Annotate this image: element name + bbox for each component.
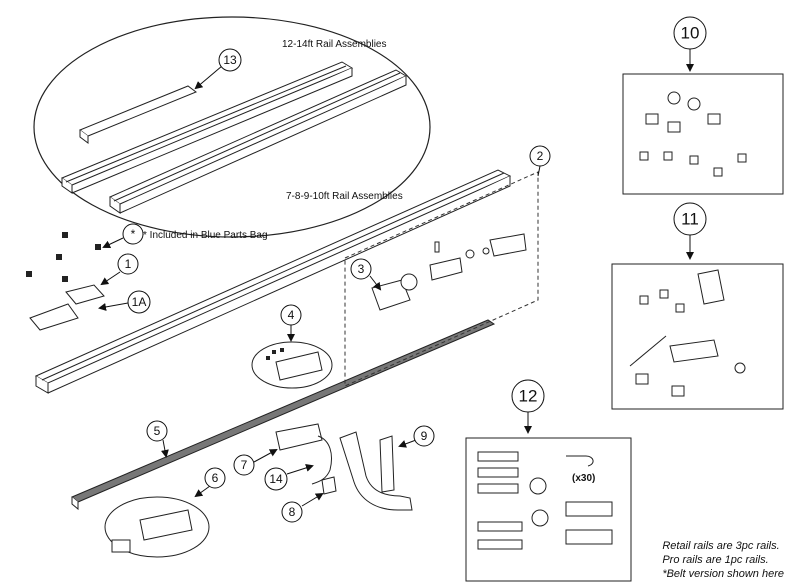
- callout-7: 7: [233, 449, 278, 476]
- small-screws: [26, 232, 101, 282]
- svg-text:11: 11: [681, 210, 699, 229]
- trolley-carriage: [275, 423, 337, 495]
- svg-text:2: 2: [537, 149, 544, 163]
- callout-8: 8: [281, 492, 324, 523]
- svg-text:4: 4: [288, 308, 295, 322]
- part-11-box: [611, 263, 784, 410]
- svg-text:9: 9: [421, 429, 428, 443]
- callout-6: 6: [194, 467, 226, 498]
- callout-2: 2: [529, 145, 551, 177]
- callout-3: 3: [350, 258, 382, 291]
- callout-13: 13: [194, 48, 242, 90]
- rail-notes: Retail rails are 3pc rails. Pro rails ar…: [662, 539, 784, 581]
- svg-text:6: 6: [212, 471, 219, 485]
- callout-12: 12: [511, 379, 545, 434]
- part-10-box: [622, 73, 784, 195]
- belt: [71, 319, 496, 511]
- main-rail: [34, 169, 512, 394]
- part-12-box: (x30): [465, 437, 632, 582]
- callout-5: 5: [146, 420, 169, 458]
- rail-12-14-lower: [108, 69, 408, 214]
- callout-9: 9: [398, 425, 435, 448]
- rail-12-14-upper: [60, 61, 354, 194]
- svg-text:14: 14: [269, 472, 283, 486]
- included-note: * Included in Blue Parts Bag: [143, 230, 268, 241]
- svg-text:5: 5: [154, 424, 161, 438]
- x30-label: (x30): [572, 473, 595, 484]
- svg-text:*: *: [131, 227, 136, 241]
- svg-text:1A: 1A: [132, 295, 147, 309]
- door-arm: [339, 431, 413, 511]
- callout-1: 1: [100, 253, 139, 286]
- part-6-group: [104, 496, 210, 558]
- svg-text:12: 12: [519, 387, 538, 406]
- note-line-2: Pro rails are 1pc rails.: [662, 554, 769, 566]
- svg-text:3: 3: [358, 262, 365, 276]
- rail-12-14-label: 12-14ft Rail Assemblies: [282, 39, 387, 50]
- callout-4: 4: [280, 304, 302, 342]
- trolley-box: [344, 171, 539, 387]
- svg-text:8: 8: [289, 505, 296, 519]
- rail-extension: [78, 85, 198, 144]
- callout-1a: 1A: [98, 290, 151, 314]
- note-line-3: *Belt version shown here: [662, 568, 784, 580]
- callout-10: 10: [673, 16, 707, 72]
- note-line-1: Retail rails are 3pc rails.: [662, 540, 780, 552]
- svg-text:13: 13: [223, 53, 237, 67]
- svg-text:1: 1: [125, 257, 132, 271]
- part-4-group: [251, 341, 333, 389]
- callout-asterisk: *: [102, 223, 144, 249]
- rail-12-14-group: 12-14ft Rail Assemblies 13: [33, 16, 431, 238]
- svg-text:10: 10: [681, 24, 700, 43]
- callout-11: 11: [673, 202, 707, 260]
- callout-14: 14: [264, 464, 314, 491]
- bracket-1: [29, 284, 105, 331]
- svg-text:7: 7: [241, 458, 248, 472]
- rail-7-10-label: 7-8-9-10ft Rail Assemblies: [286, 191, 403, 202]
